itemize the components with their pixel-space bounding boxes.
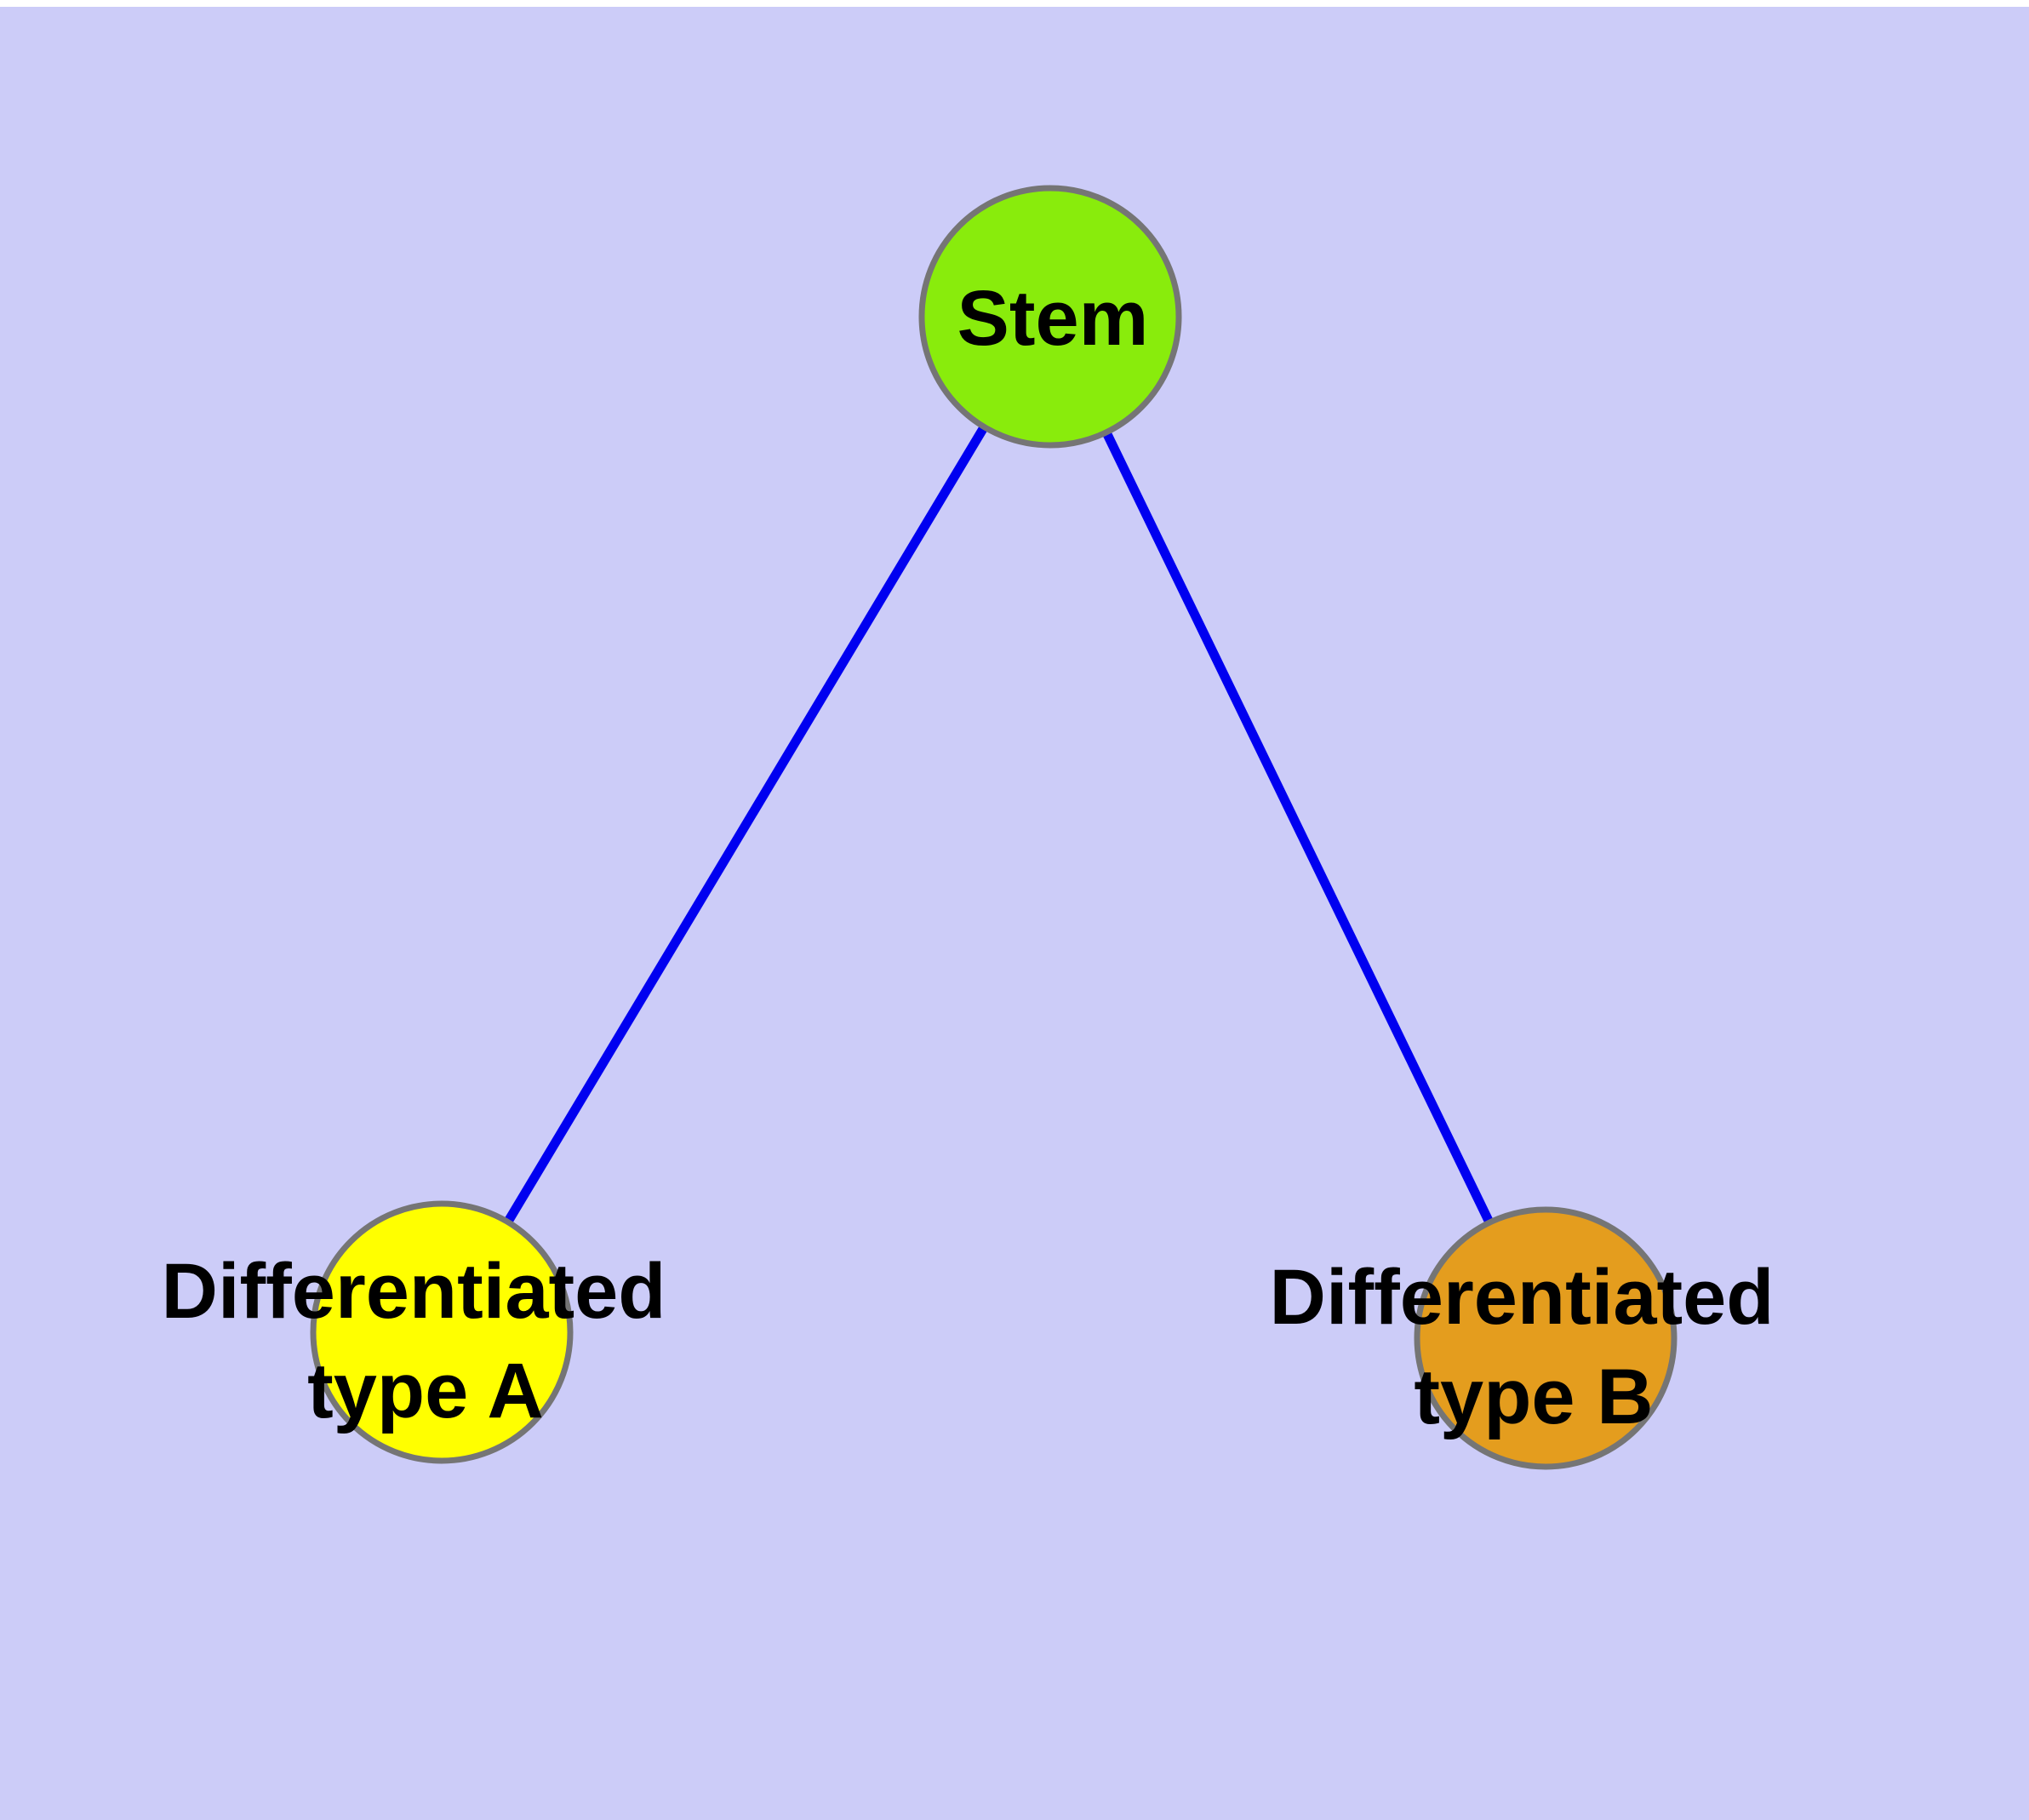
node-type-b-circle (1414, 1206, 1677, 1470)
node-type-a-circle (310, 1200, 574, 1464)
edge-stem-to-type-b (1046, 314, 1550, 1341)
node-type-b-label-line2: type B (1414, 1354, 1653, 1440)
node-type-a-label-line2: type A (307, 1348, 544, 1434)
node-differentiated-type-a: Differentiated type A (162, 1200, 666, 1464)
node-stem-label: Stem (957, 275, 1149, 362)
node-differentiated-type-b: Differentiated type B (1270, 1206, 1775, 1470)
node-stem: Stem (918, 185, 1182, 449)
top-margin-strip (0, 0, 2029, 7)
node-stem-circle (918, 185, 1182, 449)
edge-stem-to-type-a (437, 314, 1055, 1335)
node-type-b-label-line1: Differentiated (1270, 1254, 1775, 1341)
node-type-a-label-line1: Differentiated (162, 1248, 666, 1335)
